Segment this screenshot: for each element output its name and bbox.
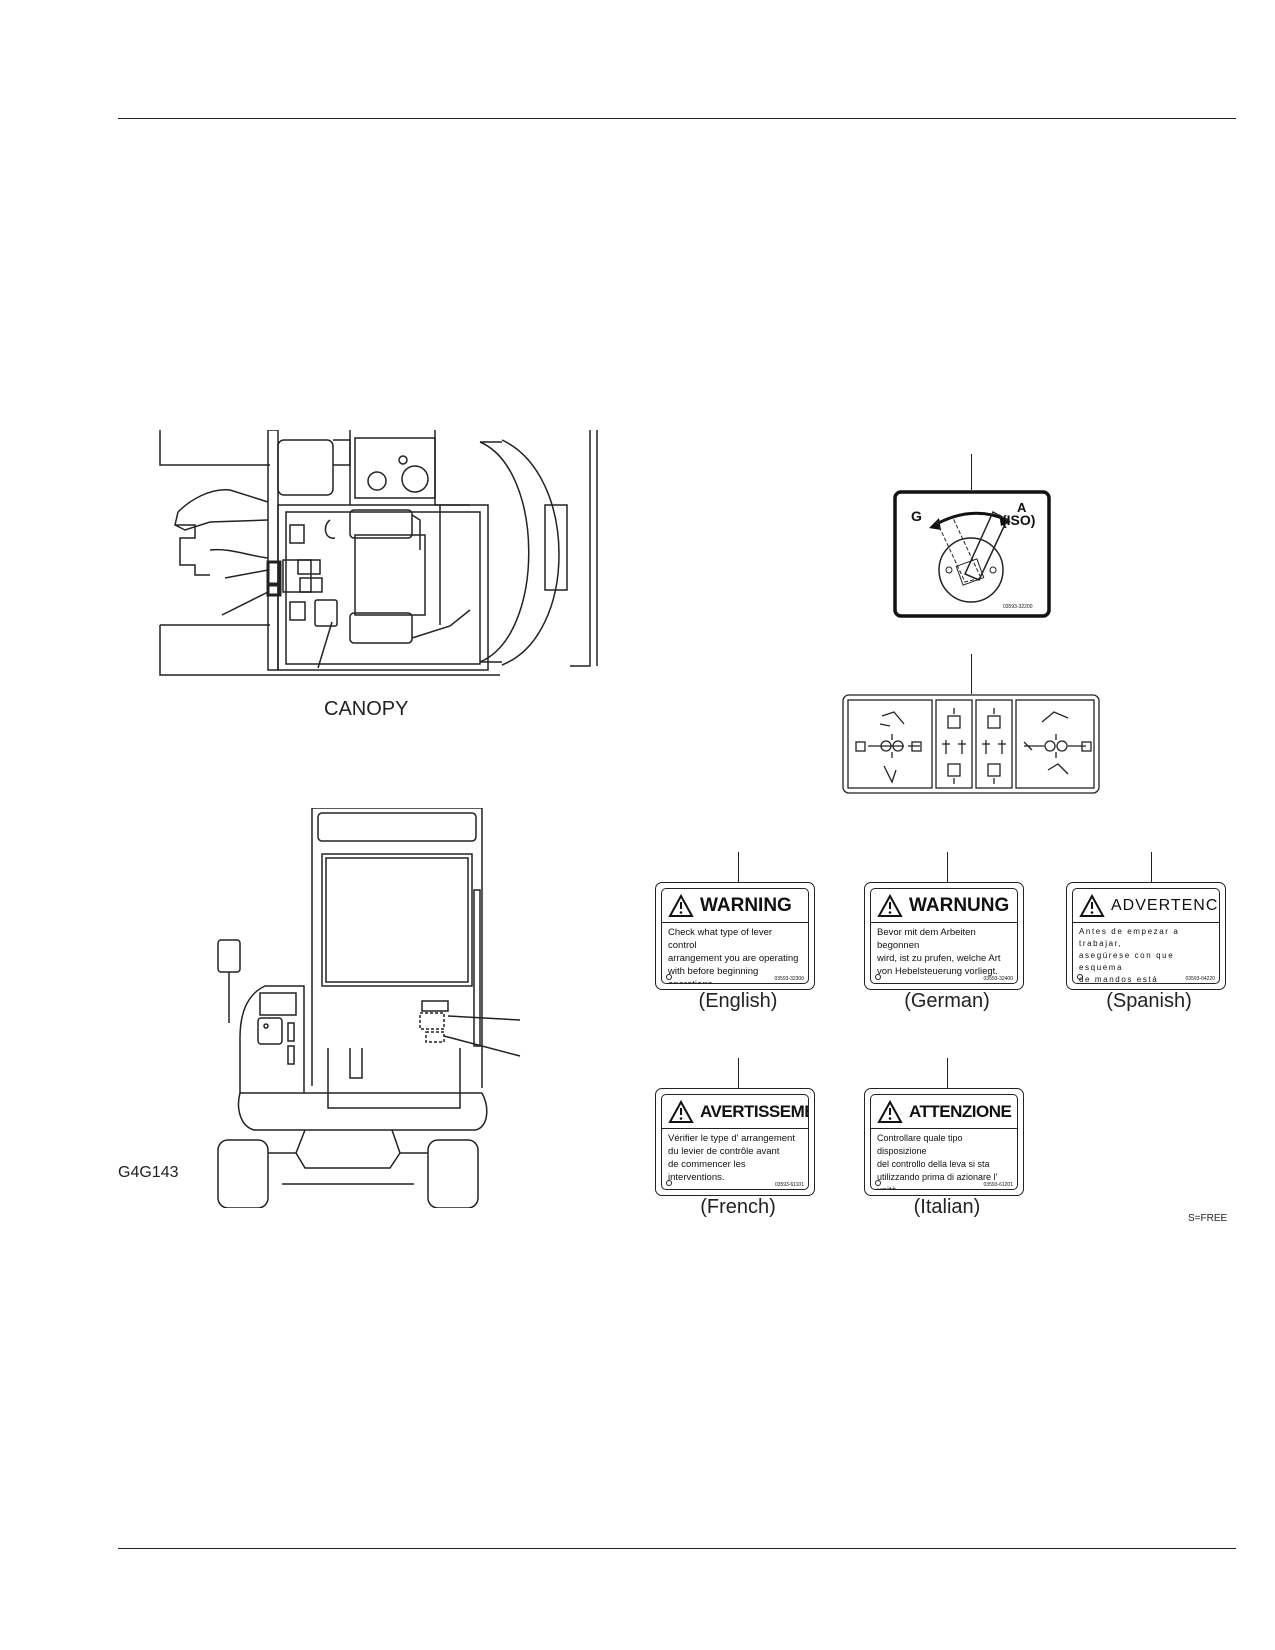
- header-rule: [118, 118, 1236, 119]
- decal-part-number: 03593-61101: [774, 1182, 804, 1188]
- caption-spanish: (Spanish): [1106, 990, 1192, 1012]
- caption-english: (English): [698, 990, 778, 1012]
- warning-decal-german: WARNUNG Bevor mit dem Arbeiten begonnen …: [864, 882, 1024, 990]
- decal-dot-icon: [1077, 974, 1083, 980]
- decal-title: WARNUNG: [909, 894, 1010, 916]
- caption-italian: (Italian): [913, 1196, 981, 1218]
- decal-part-number: 03593-32400: [983, 976, 1013, 982]
- warning-triangle-icon: [668, 893, 694, 917]
- english-decal-leader: [738, 852, 739, 882]
- lever-pattern-pictogram-decal: [842, 694, 1100, 794]
- decal-title: AVERTISSEMENT: [700, 1101, 808, 1121]
- pattern-label-g: G: [911, 508, 922, 524]
- decal-part-number: 03593-61201: [983, 1182, 1013, 1188]
- pattern-selector-decal: [893, 490, 1051, 618]
- warning-triangle-icon: [877, 893, 903, 917]
- italian-decal-leader: [947, 1058, 948, 1088]
- decal-body: Bevor mit dem Arbeiten begonnen wird, is…: [877, 927, 1001, 977]
- decal-title: ATTENZIONE: [909, 1101, 1012, 1121]
- german-decal-leader: [947, 852, 948, 882]
- decal-part-number: 03593-32300: [774, 976, 804, 982]
- decal-title: ADVERTENCIA: [1111, 896, 1219, 914]
- warning-decal-english: WARNING Check what type of lever control…: [655, 882, 815, 990]
- decal-title: WARNING: [700, 894, 792, 916]
- warning-decal-french: AVERTISSEMENT Vérifier le type d' arrang…: [655, 1088, 815, 1196]
- pattern-label-iso: (ISO): [1002, 512, 1036, 528]
- french-decal-leader: [738, 1058, 739, 1088]
- footer-rule: [118, 1548, 1236, 1549]
- pattern-label-a: A: [1017, 500, 1027, 515]
- decal-body: Controllare quale tipo disposizione del …: [877, 1133, 998, 1190]
- machine-rear-view-drawing: [217, 808, 521, 1208]
- decal-dot-icon: [666, 974, 672, 980]
- operator-station-plan-drawing: [159, 430, 598, 676]
- pictogram-decal-leader: [971, 654, 972, 694]
- figure-code: G4G143: [118, 1164, 179, 1181]
- decal-dot-icon: [666, 1180, 672, 1186]
- caption-french: (French): [700, 1196, 776, 1218]
- warning-triangle-icon: [877, 1099, 903, 1123]
- decal-part-number: 03593-64220: [1185, 976, 1215, 982]
- scale-note: S=FREE: [1188, 1213, 1228, 1224]
- decal-body: Vérifier le type d' arrangement du levie…: [668, 1133, 795, 1183]
- decal-dot-icon: [875, 1180, 881, 1186]
- decal-body: Check what type of lever control arrange…: [668, 927, 799, 983]
- canopy-label: CANOPY: [324, 698, 409, 720]
- warning-decal-italian: ATTENZIONE Controllare quale tipo dispos…: [864, 1088, 1024, 1196]
- decal-body: Antes de empezar a trabajar, asegúrese c…: [1079, 927, 1180, 984]
- decal-dot-icon: [875, 974, 881, 980]
- spanish-decal-leader: [1151, 852, 1152, 882]
- pattern-decal-leader: [971, 454, 972, 490]
- pattern-decal-part-number: 03593-32200: [1003, 604, 1033, 610]
- warning-triangle-icon: [1079, 893, 1105, 917]
- warning-decal-spanish: ADVERTENCIA Antes de empezar a trabajar,…: [1066, 882, 1226, 990]
- caption-german: (German): [904, 990, 990, 1012]
- warning-triangle-icon: [668, 1099, 694, 1123]
